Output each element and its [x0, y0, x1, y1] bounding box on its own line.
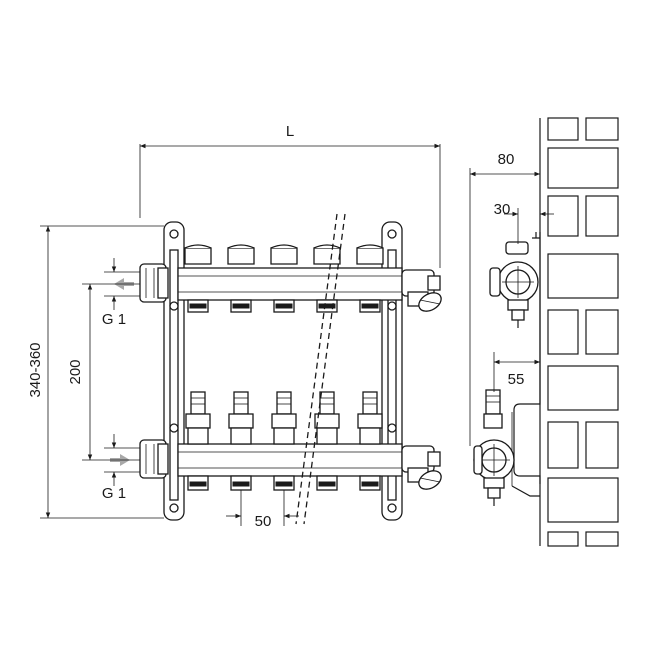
- spacing-label: 50: [255, 513, 272, 530]
- dimension-total-height: 340-360: [27, 225, 164, 519]
- thread-bottom-label: G 1: [102, 485, 126, 502]
- thread-bottom-dimension: G 1: [102, 434, 140, 502]
- top-offset-label: 30: [494, 201, 511, 218]
- dimension-top-offset: 30: [494, 201, 554, 244]
- flow-meters: [185, 391, 383, 445]
- thread-top-label: G 1: [102, 311, 126, 328]
- brick-wall: [539, 117, 619, 547]
- top-caps: [184, 244, 384, 265]
- wall-depth-label: 80: [498, 151, 515, 168]
- dimension-axis-distance: 200: [67, 283, 140, 461]
- length-label: L: [286, 123, 294, 140]
- side-bottom-fitting: [473, 389, 515, 506]
- bottom-return-bar: [139, 391, 442, 491]
- top-outlets: [187, 299, 381, 313]
- break-lines: [295, 213, 346, 525]
- bottom-drain-valve: [407, 467, 442, 490]
- side-top-fitting: [489, 241, 539, 328]
- dimension-bottom-offset: 55: [493, 352, 540, 392]
- thread-top-dimension: G 1: [102, 258, 140, 328]
- side-view: 80 30 55: [469, 151, 554, 506]
- top-drain-valve: [407, 291, 442, 312]
- top-supply-bar: [139, 244, 442, 313]
- dimension-outlet-spacing: 50: [226, 490, 299, 530]
- dimension-length: L: [139, 123, 441, 268]
- axis-distance-label: 200: [67, 359, 84, 384]
- dimension-wall-depth: 80: [469, 151, 540, 446]
- bottom-offset-label: 55: [508, 371, 525, 388]
- bottom-outlets: [187, 475, 381, 491]
- total-height-label: 340-360: [27, 342, 44, 397]
